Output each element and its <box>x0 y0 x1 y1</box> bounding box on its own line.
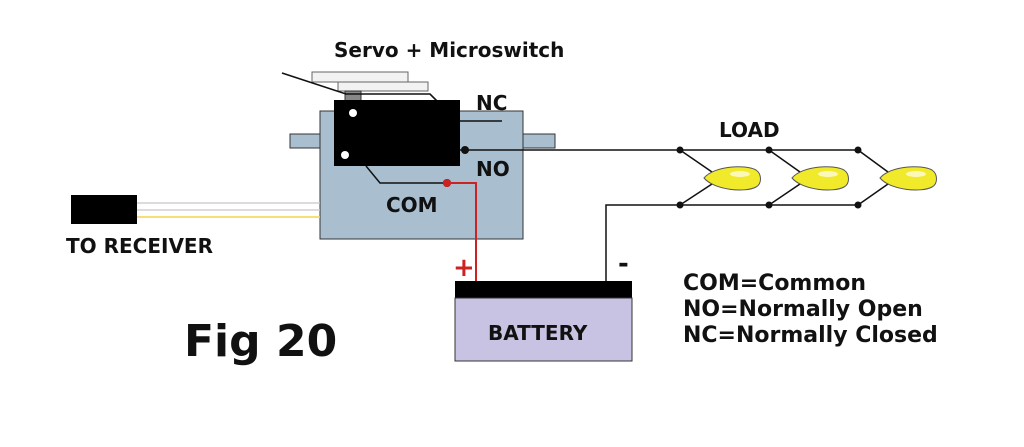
plus-sign: + <box>453 253 475 283</box>
servo-horn <box>311 71 409 83</box>
battery-body <box>454 297 633 362</box>
load-junction-dot <box>765 146 773 154</box>
load-junction-dot <box>854 201 862 209</box>
bulb-highlight <box>818 171 838 177</box>
load-junction-dot <box>765 201 773 209</box>
minus-sign: - <box>618 249 629 279</box>
bulb-3-leads <box>857 149 889 206</box>
figure-label: Fig 20 <box>184 316 337 367</box>
positive-wire-junction <box>443 179 451 187</box>
servo-horn-base <box>337 81 429 92</box>
negative-wire <box>605 204 680 281</box>
bulb-2 <box>791 166 849 191</box>
receiver-connector <box>71 195 137 224</box>
legend-item: NC=Normally Closed <box>683 323 938 348</box>
microswitch-lever <box>281 72 441 105</box>
bulb-1-leads <box>679 149 713 206</box>
battery-top-band <box>455 281 632 298</box>
legend-item: NO=Normally Open <box>683 297 923 322</box>
load-junction-dot <box>676 146 684 154</box>
servo-mount-tab-right <box>520 133 556 149</box>
microswitch-mount-hole-top <box>349 109 357 117</box>
bulb-highlight <box>730 171 750 177</box>
bulb-highlight <box>906 171 926 177</box>
battery-label: BATTERY <box>488 321 588 345</box>
nc-label: NC <box>476 91 507 115</box>
no-terminal-dot <box>461 146 469 154</box>
switch-actuator-button <box>344 90 362 102</box>
no-label: NO <box>476 157 510 181</box>
positive-wire <box>447 182 477 281</box>
bulb-2-leads <box>768 149 801 206</box>
bulb-1 <box>703 166 761 191</box>
com-terminal-wire <box>365 165 447 184</box>
load-label: LOAD <box>719 118 780 142</box>
receiver-label: TO RECEIVER <box>66 234 213 258</box>
legend-item: COM=Common <box>683 271 866 296</box>
microswitch-mount-hole-bottom <box>341 151 349 159</box>
servo-mount-tab-left <box>289 133 323 149</box>
diagram-title: Servo + Microswitch <box>334 38 564 62</box>
load-junction-dot <box>854 146 862 154</box>
load-junction-dot <box>676 201 684 209</box>
com-label: COM <box>386 193 438 217</box>
bulb-3 <box>879 166 937 191</box>
